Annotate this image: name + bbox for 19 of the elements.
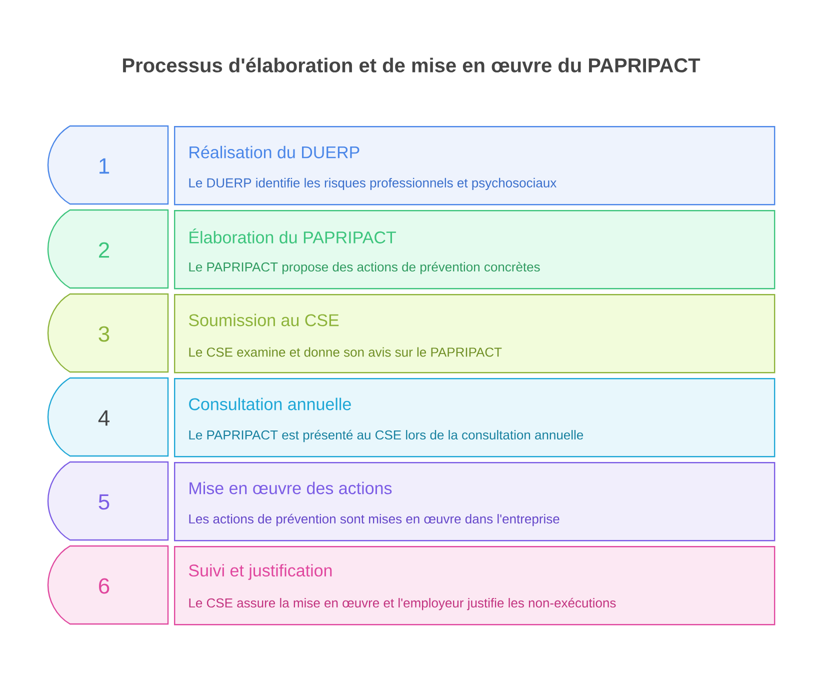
- number-tab: 4: [47, 377, 169, 457]
- number-tab: 6: [47, 545, 169, 625]
- step-heading: Mise en œuvre des actions: [190, 482, 392, 494]
- step-heading: Soumission au CSE: [188, 314, 339, 326]
- number-tab: 2: [47, 209, 169, 289]
- step-description: Le PAPRIPACT est présenté au CSE lors de la consultation annuelle: [189, 430, 584, 442]
- step-description: Les actions de prévention sont mises en œuvre dans l'entreprise: [189, 514, 560, 526]
- step-heading: Consultation annuelle: [189, 398, 351, 410]
- title: Processus d'élaboration et de mise en œuvre du PAPRIPACT: [123, 58, 700, 72]
- number-tab: 3: [47, 293, 169, 373]
- step-heading: Élaboration du PAPRIPACT: [190, 228, 396, 244]
- number-tab: 1: [47, 125, 169, 205]
- step-description: Le CSE assure la mise en œuvre et l'employeur justifie les non-exécutions: [189, 598, 616, 610]
- step-heading: Suivi et justification: [188, 564, 332, 580]
- number-tab: 5: [47, 461, 169, 541]
- step-description: Le DUERP identifie les risques professionnels et psychosociaux: [189, 178, 556, 190]
- step-description: Le CSE examine et donne son avis sur le PAPRIPACT: [189, 347, 502, 357]
- step-heading: Réalisation du DUERP: [190, 146, 360, 158]
- step-description: Le PAPRIPACT propose des actions de prévention concrètes: [189, 262, 540, 274]
